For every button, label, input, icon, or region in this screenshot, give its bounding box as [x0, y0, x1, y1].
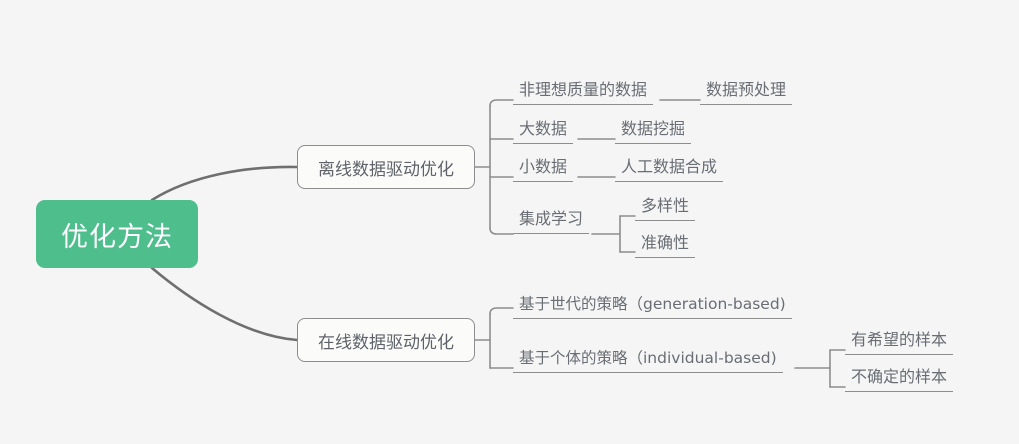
leaf-data-preprocessing[interactable]: 数据预处理	[700, 80, 793, 105]
leaf-big-data[interactable]: 大数据	[513, 119, 574, 144]
edge-offline-ensemble	[489, 227, 514, 235]
leaf-generation-based-strategy[interactable]: 基于世代的策略（generation-based)	[513, 294, 792, 319]
leaf-non-ideal-quality-data[interactable]: 非理想质量的数据	[513, 80, 654, 105]
leaf-data-mining[interactable]: 数据挖掘	[615, 119, 692, 144]
leaf-individual-based-strategy[interactable]: 基于个体的策略（individual-based)	[513, 348, 783, 373]
leaf-uncertain-samples[interactable]: 不确定的样本	[845, 367, 954, 392]
leaf-diversity[interactable]: 多样性	[635, 196, 696, 221]
root-node[interactable]: 优化方法	[36, 200, 198, 268]
leaf-small-data[interactable]: 小数据	[513, 157, 574, 182]
leaf-promising-samples[interactable]: 有希望的样本	[845, 330, 954, 355]
edge-offline-nonideal	[489, 99, 514, 107]
branch-node-offline[interactable]: 离线数据驱动优化	[297, 145, 475, 189]
edge-root-to-online	[150, 266, 299, 342]
edge-root-to-offline	[150, 165, 299, 202]
leaf-accuracy[interactable]: 准确性	[635, 233, 696, 258]
edge-online-generation	[489, 307, 514, 315]
root-node-label: 优化方法	[61, 221, 173, 253]
branch-node-online[interactable]: 在线数据驱动优化	[297, 318, 475, 362]
branch-offline-label: 离线数据驱动优化	[318, 159, 454, 180]
leaf-ensemble-learning[interactable]: 集成学习	[513, 209, 590, 234]
leaf-artificial-data-synthesis[interactable]: 人工数据合成	[615, 157, 724, 182]
branch-online-label: 在线数据驱动优化	[318, 332, 454, 353]
